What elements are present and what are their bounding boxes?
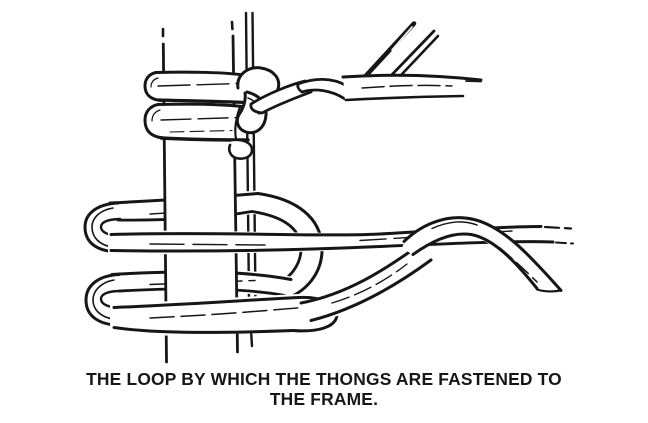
thong-crossover-end bbox=[402, 216, 563, 293]
thong-rising-end bbox=[296, 243, 434, 324]
top-lashing bbox=[143, 21, 483, 160]
twisted-thong bbox=[249, 73, 483, 115]
figure-caption: THE LOOP BY WHICH THE THONGS ARE FASTENE… bbox=[0, 369, 648, 409]
caption-line-1: THE LOOP BY WHICH THE THONGS ARE FASTENE… bbox=[86, 369, 562, 389]
side-rod bbox=[244, 11, 257, 348]
caption-line-2: THE FRAME. bbox=[269, 389, 379, 409]
thong-loop-front bbox=[108, 216, 574, 336]
